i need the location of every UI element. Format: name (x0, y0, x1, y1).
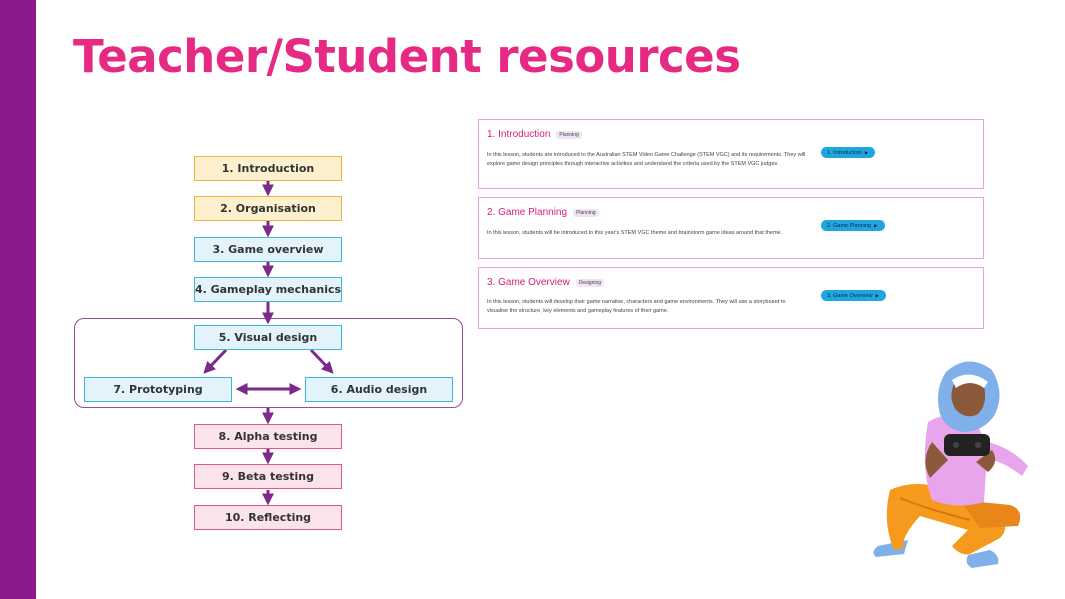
play-icon: ▶ (874, 222, 878, 228)
lesson-title-text: 1. Introduction (487, 129, 551, 140)
student-gamer-illustration (873, 361, 1028, 568)
step-audio-design: 6. Audio design (305, 377, 453, 402)
lesson-card-title: 3. Game Overview Designing (487, 277, 605, 288)
play-icon: ▶ (864, 149, 869, 155)
lesson-badge: Designing (575, 278, 605, 287)
step-alpha-testing: 8. Alpha testing (194, 424, 342, 449)
arrow-5-6 (309, 348, 334, 374)
step-organisation: 2. Organisation (194, 196, 342, 221)
lesson-button-label: 3. Game Overview (827, 292, 873, 299)
lesson-card-introduction: 1. Introduction Planning In this lesson,… (478, 119, 984, 189)
step-game-overview: 3. Game overview (194, 237, 342, 262)
arrow-5-7 (203, 348, 228, 374)
lesson-description: In this lesson, students are introduced … (487, 152, 806, 167)
lesson-button-label: 1. Introduction (827, 149, 862, 156)
lesson-title-text: 2. Game Planning (487, 207, 568, 218)
step-beta-testing: 9. Beta testing (194, 464, 342, 489)
step-visual-design: 5. Visual design (194, 325, 342, 350)
slide-title: Teacher/Student resources (73, 30, 741, 83)
lesson-button-label: 2. Game Planning (827, 222, 872, 229)
step-introduction: 1. Introduction (194, 156, 342, 181)
lesson-badge: Planning (573, 208, 599, 217)
lesson-card-game-planning: 2. Game Planning Planning In this lesson… (478, 197, 984, 259)
side-accent-bar (0, 0, 36, 599)
lesson-badge: Planning (556, 130, 582, 139)
lesson-card-title: 1. Introduction Planning (487, 129, 582, 140)
lesson-description: In this lesson, students will be introdu… (487, 230, 783, 236)
play-icon: ▶ (875, 292, 880, 298)
step-gameplay-mechanics: 4. Gameplay mechanics (194, 277, 342, 302)
lesson-title-text: 3. Game Overview (487, 277, 570, 288)
lesson-button-game-planning[interactable]: 2. Game Planning ▶ (821, 220, 885, 231)
step-reflecting: 10. Reflecting (194, 505, 342, 530)
lesson-button-introduction[interactable]: 1. Introduction ▶ (821, 147, 876, 158)
lesson-card-title: 2. Game Planning Planning (487, 207, 599, 218)
lesson-description: In this lesson, students will develop th… (487, 299, 786, 314)
step-prototyping: 7. Prototyping (84, 377, 232, 402)
lesson-card-game-overview: 3. Game Overview Designing In this lesso… (478, 267, 984, 329)
lesson-button-game-overview[interactable]: 3. Game Overview ▶ (821, 290, 887, 301)
